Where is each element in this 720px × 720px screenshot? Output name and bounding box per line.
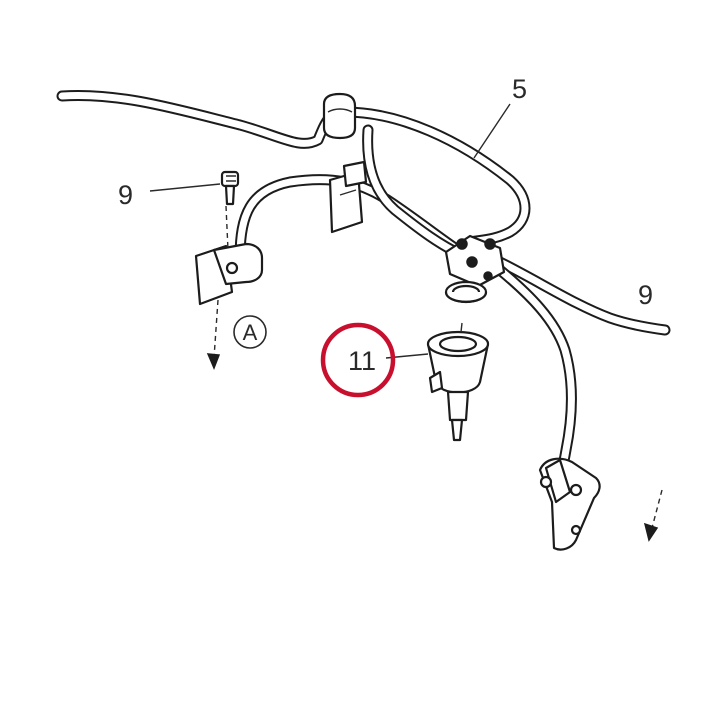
leader-9-left xyxy=(149,183,221,192)
leader-5 xyxy=(473,103,511,159)
view-reference-a: A xyxy=(233,315,267,349)
right-hose xyxy=(494,256,671,336)
middle-hose xyxy=(362,124,468,261)
highlight-part-11: 11 xyxy=(320,322,396,398)
view-a-arrow xyxy=(206,205,229,370)
part-11-valve xyxy=(426,322,490,442)
right-arrow xyxy=(643,489,663,542)
left-screw xyxy=(220,170,240,206)
tee-junction xyxy=(444,234,506,288)
label-part-11: 11 xyxy=(348,346,376,376)
right-bracket xyxy=(538,457,601,551)
down-right-hose xyxy=(494,264,578,484)
label-part-5: 5 xyxy=(512,74,527,104)
tee-grommet xyxy=(444,280,488,304)
label-part-9-right: 9 xyxy=(638,280,653,310)
left-bracket xyxy=(194,242,264,306)
highlight-ring xyxy=(320,322,396,398)
view-reference-label: A xyxy=(243,320,258,345)
middle-bracket xyxy=(328,160,368,234)
label-part-9-left: 9 xyxy=(118,180,133,210)
upper-grommet xyxy=(322,92,357,140)
main-hose xyxy=(56,89,531,248)
